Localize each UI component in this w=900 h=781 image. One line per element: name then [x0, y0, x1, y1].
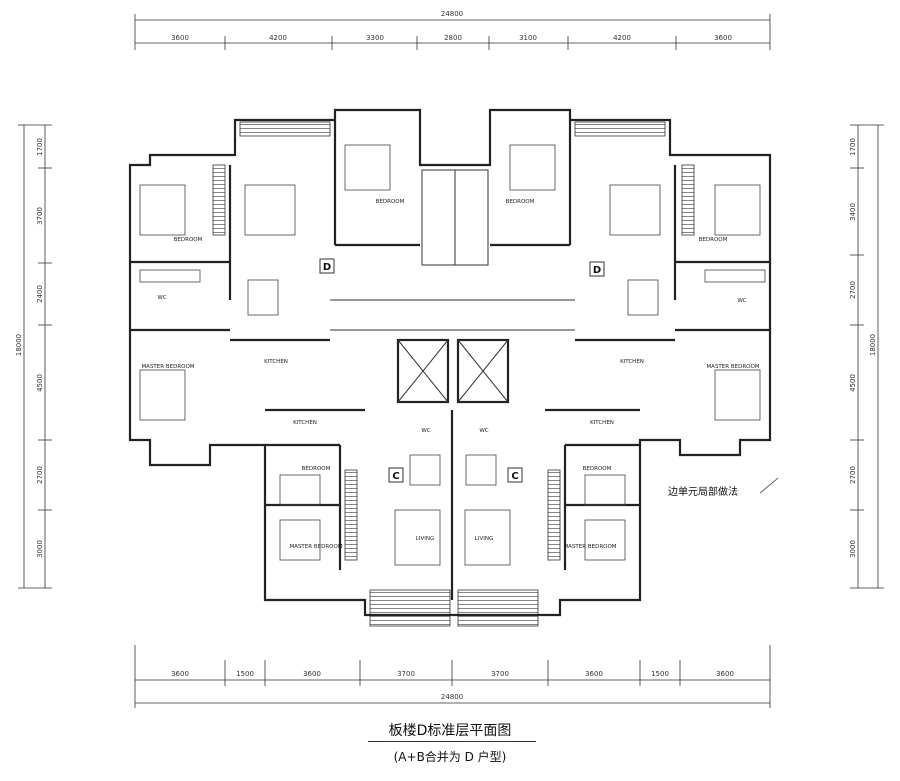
- bottom-total-dim: 24800: [441, 693, 463, 701]
- bottom-dim-6: 3600: [585, 670, 603, 678]
- drawing-title: 板楼D标准层平面图: [388, 723, 512, 739]
- unit-tag-c-right: C: [511, 471, 518, 482]
- furniture: [139, 144, 766, 566]
- left-dim-3: 2400: [36, 285, 44, 303]
- left-dim-1: 1700: [36, 138, 44, 156]
- bottom-dim-1: 3600: [171, 670, 189, 678]
- room-master-3: MASTER BEDROOM: [289, 544, 342, 550]
- unit-tag-d-right: D: [593, 265, 601, 276]
- room-bedroom-2: BEDROOM: [376, 199, 405, 205]
- left-dim-6: 3000: [36, 540, 44, 558]
- room-kitchen-1: KITCHEN: [264, 359, 288, 365]
- right-dim-4: 4500: [849, 374, 857, 392]
- room-bedroom-3: BEDROOM: [506, 199, 535, 205]
- bottom-dimension-chain: 3600 1500 3600 3700 3700 3600 1500 3600 …: [134, 645, 771, 708]
- right-total-dim: 18000: [869, 334, 877, 356]
- top-dim-3: 3300: [366, 34, 384, 42]
- right-dimension-chain: 18000 1700 3400 2700 4500 2700 3000: [849, 124, 884, 589]
- left-dim-2: 3700: [36, 207, 44, 225]
- room-labels: BEDROOM BEDROOM BEDROOM BEDROOM WC WC MA…: [141, 199, 759, 550]
- unit-tag-c-left: C: [392, 471, 399, 482]
- top-dim-6: 4200: [613, 34, 631, 42]
- right-dim-1: 1700: [849, 138, 857, 156]
- drawing-subtitle: (A+B合并为 D 户型): [393, 750, 507, 764]
- unit-tag-d-left: D: [323, 262, 331, 273]
- room-wc-2: WC: [737, 298, 746, 304]
- right-dim-3: 2700: [849, 281, 857, 299]
- edge-unit-note: 边单元局部做法: [668, 487, 738, 498]
- right-dim-2: 3400: [849, 203, 857, 221]
- left-dimension-chain: 18000 1700 3700 2400 4500 2700 3000: [15, 124, 52, 589]
- room-kitchen-2: KITCHEN: [620, 359, 644, 365]
- top-dimension-chain: 24800 3600 4200 3300 2800 3100 4200 3600: [134, 10, 771, 50]
- top-dim-1: 3600: [171, 34, 189, 42]
- room-master-4: MASTER BEDROOM: [563, 544, 616, 550]
- room-living-2: LIVING: [475, 536, 493, 542]
- room-wc-1: WC: [157, 295, 166, 301]
- room-master-1: MASTER BEDROOM: [141, 364, 194, 370]
- unit-tags: D D C C: [319, 258, 605, 483]
- room-bedroom-6: BEDROOM: [583, 466, 612, 472]
- bottom-dim-3: 3600: [303, 670, 321, 678]
- note-leader: [759, 477, 779, 494]
- top-dim-4: 2800: [444, 34, 462, 42]
- room-master-2: MASTER BEDROOM: [706, 364, 759, 370]
- room-bedroom-4: BEDROOM: [699, 237, 728, 243]
- title-underline: [368, 741, 536, 742]
- room-bedroom-1: BEDROOM: [174, 237, 203, 243]
- right-dim-6: 3000: [849, 540, 857, 558]
- left-total-dim: 18000: [15, 334, 23, 356]
- room-kitchen-3: KITCHEN: [293, 420, 317, 426]
- building-walls: [128, 108, 772, 617]
- top-dim-7: 3600: [714, 34, 732, 42]
- room-living-1: LIVING: [416, 536, 434, 542]
- room-wc-3: WC: [421, 428, 430, 434]
- room-kitchen-4: KITCHEN: [590, 420, 614, 426]
- balconies: [212, 121, 695, 627]
- top-dim-2: 4200: [269, 34, 287, 42]
- bottom-dim-7: 1500: [651, 670, 669, 678]
- room-wc-4: WC: [479, 428, 488, 434]
- top-dim-5: 3100: [519, 34, 537, 42]
- left-dim-4: 4500: [36, 374, 44, 392]
- bottom-dim-8: 3600: [716, 670, 734, 678]
- bottom-dim-5: 3700: [491, 670, 509, 678]
- right-dim-5: 2700: [849, 466, 857, 484]
- top-total-dim: 24800: [441, 10, 463, 18]
- bottom-dim-4: 3700: [397, 670, 415, 678]
- bottom-dim-2: 1500: [236, 670, 254, 678]
- room-bedroom-5: BEDROOM: [302, 466, 331, 472]
- left-dim-5: 2700: [36, 466, 44, 484]
